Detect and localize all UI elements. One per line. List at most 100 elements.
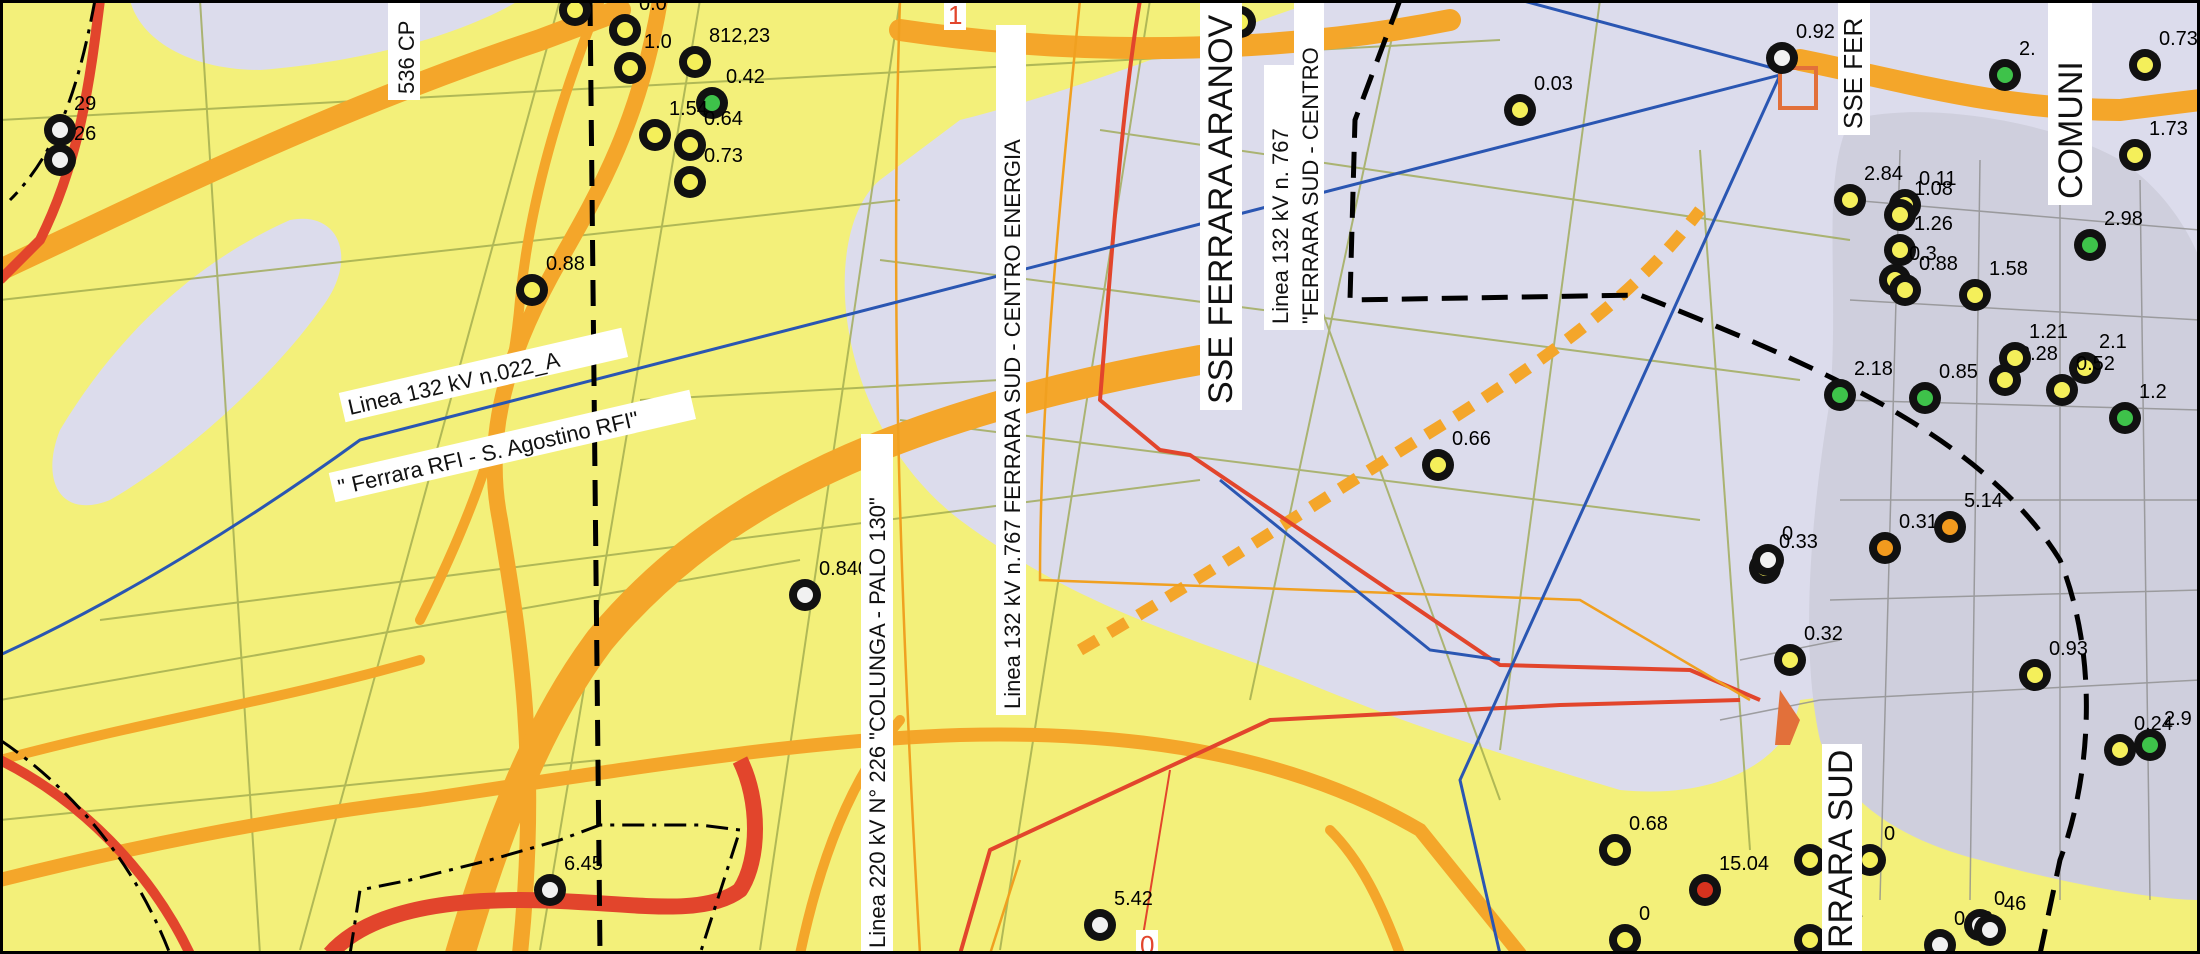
- line-label-767-right: Linea 132 kV n. 767: [1264, 65, 1294, 330]
- point-value-label: 0.73: [704, 145, 743, 167]
- measurement-point[interactable]: 0: [1609, 903, 1650, 954]
- measurement-point[interactable]: 46: [1974, 893, 2026, 946]
- point-fill: [1092, 917, 1108, 933]
- point-fill: [1917, 390, 1933, 406]
- point-value-label: 0.32: [1804, 623, 1843, 645]
- point-value-label: 0.3: [1909, 243, 1937, 265]
- measurement-point[interactable]: 0.92: [1766, 21, 1835, 74]
- place-label-sse-fer: SSE FER: [1838, 0, 1870, 135]
- point-value-label: 0.66: [1452, 428, 1491, 450]
- measurement-point[interactable]: 1.21: [1999, 321, 2068, 374]
- measurement-point[interactable]: 0.85: [1909, 361, 1978, 414]
- point-fill: [2127, 147, 2143, 163]
- measurement-point[interactable]: 0.88: [1889, 253, 1958, 306]
- point-fill: [1832, 387, 1848, 403]
- measurement-point[interactable]: 5.42: [1084, 888, 1153, 941]
- sse-ferrara-box[interactable]: [1778, 66, 1818, 110]
- boundary-dashdot: [0, 0, 742, 954]
- point-fill: [567, 2, 583, 18]
- measurement-point[interactable]: 0.68: [1599, 813, 1668, 866]
- measurement-point[interactable]: 2.9: [2134, 708, 2192, 761]
- measurement-point[interactable]: 26: [44, 123, 96, 176]
- measurement-point[interactable]: 1.58: [1959, 258, 2028, 311]
- measurement-point[interactable]: 6.45: [534, 853, 603, 906]
- measurement-point[interactable]: 1.54: [639, 98, 708, 151]
- point-fill: [1997, 372, 2013, 388]
- point-fill: [1607, 842, 1623, 858]
- point-fill: [52, 152, 68, 168]
- point-fill: [1877, 540, 1893, 556]
- point-fill: [2117, 410, 2133, 426]
- measurement-point[interactable]: 0.66: [1422, 428, 1491, 481]
- measurement-point[interactable]: 1.0: [614, 31, 672, 84]
- point-fill: [1892, 207, 1908, 223]
- measurement-point[interactable]: 0.85: [559, 0, 628, 26]
- point-value-label: 0.88: [546, 253, 585, 275]
- line-label-220-226: Linea 220 kV N° 226 "COLUNGA - PALO 130": [861, 434, 893, 954]
- measurement-point[interactable]: 0.42: [696, 66, 765, 119]
- measurement-point[interactable]: 0.31: [1869, 511, 1938, 564]
- point-value-label: 26: [74, 123, 96, 145]
- urban-blocks: [1719, 149, 2200, 901]
- measurement-point[interactable]: 0.32: [1774, 623, 1843, 676]
- point-fill: [1982, 922, 1998, 938]
- line-536-label: 536 CP: [394, 21, 419, 94]
- point-value-label: 0.93: [2049, 638, 2088, 660]
- measurement-point[interactable]: 29: [44, 93, 96, 146]
- sse-fer-label: SSE FER: [1838, 18, 1868, 129]
- point-fill: [647, 127, 663, 143]
- point-fill: [1760, 552, 1776, 568]
- lowland-area-east: [1809, 112, 2200, 900]
- measurement-point[interactable]: 1.73: [2119, 118, 2188, 171]
- point-value-label: 96: [1254, 0, 1276, 7]
- measurement-point[interactable]: 1.2: [2109, 381, 2167, 434]
- orange-lines: [894, 0, 1751, 954]
- point-value-label: 0.92: [1796, 21, 1835, 43]
- line-label-767-left: Linea 132 kV n.767 FERRARA SUD - CENTRO …: [996, 25, 1026, 715]
- measurement-point[interactable]: 0.64: [674, 108, 743, 161]
- point-value-label: 0: [1639, 903, 1650, 925]
- measurement-point[interactable]: 2.1: [2069, 331, 2127, 384]
- point-fill: [622, 60, 638, 76]
- point-value-label: 2.84: [1864, 163, 1903, 185]
- boundary-dashed: [587, 0, 2089, 954]
- point-value-label: 0.52: [2076, 353, 2115, 375]
- measurement-point[interactable]: 2.18: [1824, 358, 1893, 411]
- measurement-point[interactable]: 2.84: [1834, 163, 1903, 216]
- measurement-point[interactable]: 2.: [1989, 38, 2036, 91]
- point-value-label: 1.21: [2029, 321, 2068, 343]
- measurement-point[interactable]: 0.88: [516, 253, 585, 306]
- point-fill: [1697, 882, 1713, 898]
- point-fill: [2137, 57, 2153, 73]
- point-fill: [682, 137, 698, 153]
- point-fill: [2077, 360, 2093, 376]
- point-fill: [2054, 382, 2070, 398]
- dashed-buffer: [1076, 206, 1705, 656]
- point-fill: [1932, 937, 1948, 953]
- point-value-label: 5.42: [1114, 888, 1153, 910]
- measurement-point[interactable]: 5.14: [1934, 490, 2003, 543]
- point-value-label: 0.85: [1939, 361, 1978, 383]
- point-value-label: 0.33: [1779, 531, 1818, 553]
- point-fill: [2142, 737, 2158, 753]
- measurement-point[interactable]: 0.03: [1504, 73, 1573, 126]
- measurement-point[interactable]: 812,23: [679, 25, 770, 78]
- measurement-point[interactable]: 0.52: [2046, 353, 2115, 406]
- measurement-point[interactable]: 0.73: [674, 145, 743, 198]
- measurement-point[interactable]: 1.08: [1884, 178, 1953, 231]
- measurement-point[interactable]: 0.0: [609, 0, 667, 46]
- measurement-point[interactable]: 1.26: [1884, 213, 1953, 266]
- red-power-lines: [0, 0, 1761, 954]
- point-value-label: 1.54: [669, 98, 708, 120]
- measurement-point[interactable]: 0.24: [2104, 713, 2173, 766]
- point-value-label: 812,23: [709, 25, 770, 47]
- measurement-point[interactable]: 15.04: [1689, 853, 1769, 906]
- point-value-label: 5.14: [1964, 490, 2003, 512]
- blue-power-lines: [0, 0, 1782, 954]
- point-value-label: 1.08: [1914, 178, 1953, 200]
- measurement-point[interactable]: 0.73: [2129, 28, 2198, 81]
- measurement-point[interactable]: 2.98: [2074, 208, 2143, 261]
- measurement-point[interactable]: 0: [1752, 523, 1793, 576]
- measurement-point[interactable]: 0.93: [2019, 638, 2088, 691]
